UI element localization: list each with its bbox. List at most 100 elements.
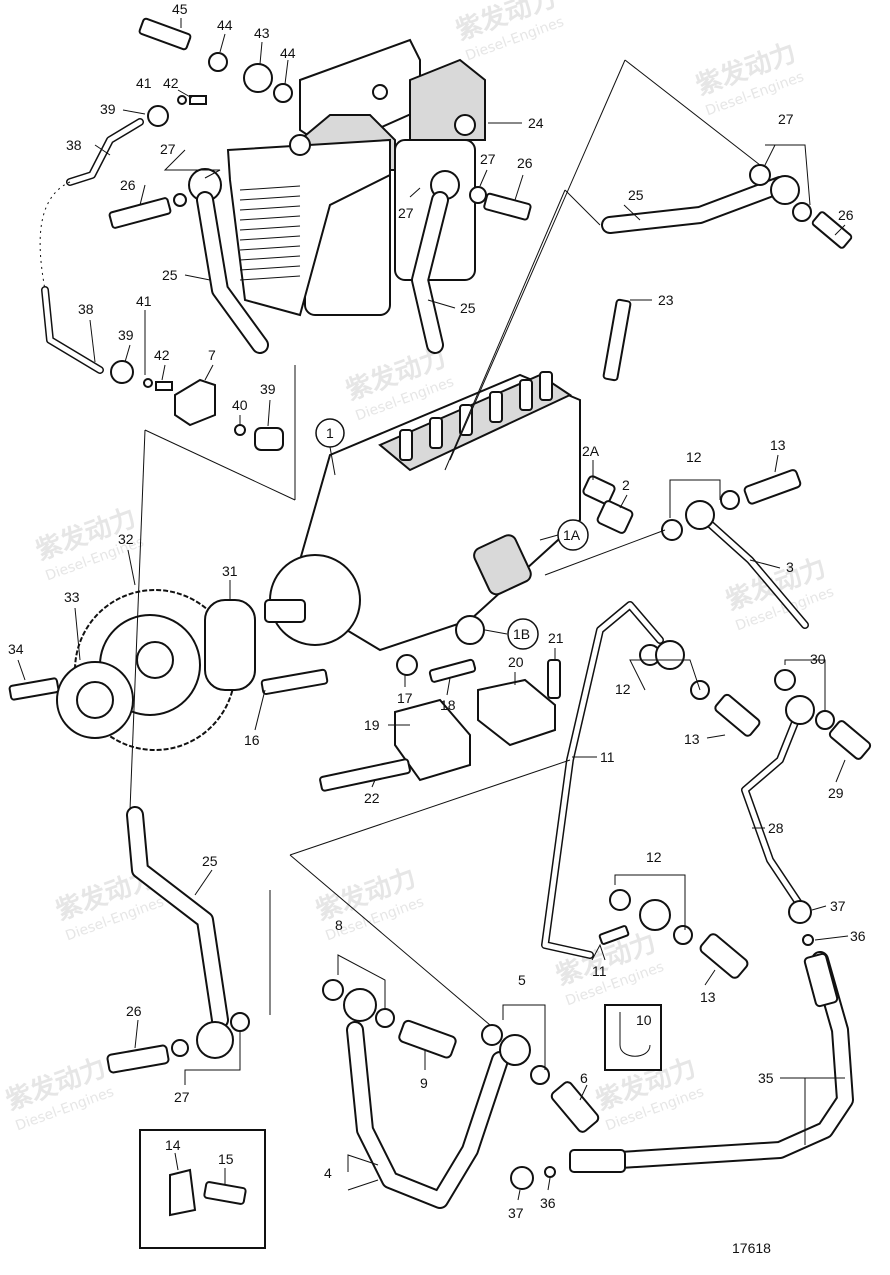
- label-37-b: 37: [508, 1205, 524, 1221]
- banjo-bolt-13-b: [714, 693, 761, 737]
- label-44-b: 44: [280, 45, 296, 61]
- label-10: 10: [636, 1012, 652, 1028]
- inset-box-10: [604, 1004, 662, 1071]
- banjo-12-e: [655, 640, 685, 670]
- label-5: 5: [518, 972, 526, 988]
- injection-pump: [264, 298, 634, 652]
- banjo-5-b: [499, 1034, 531, 1066]
- ring-41-a: [177, 95, 187, 105]
- label-16: 16: [244, 732, 260, 748]
- hose-38-dotted: [39, 181, 71, 291]
- label-20: 20: [508, 654, 524, 670]
- ring-41-b: [143, 378, 153, 388]
- solenoid-1A: [473, 534, 532, 596]
- label-1B: 1B: [513, 626, 530, 642]
- banjo-bolt-9: [398, 1019, 457, 1059]
- label-27-e: 27: [174, 1089, 190, 1105]
- washer-5-c: [530, 1065, 550, 1085]
- label-25-d: 25: [202, 853, 218, 869]
- washer-8-a: [322, 979, 344, 1001]
- label-24: 24: [528, 115, 544, 131]
- label-11-b: 11: [592, 963, 607, 979]
- label-35: 35: [758, 1070, 774, 1086]
- drive-gear-assembly: [8, 589, 477, 751]
- washer-12-a: [661, 519, 683, 541]
- ball-40: [234, 424, 246, 436]
- label-41-a: 41: [136, 75, 152, 91]
- label-44-a: 44: [217, 17, 233, 33]
- label-2A: 2A: [582, 443, 600, 459]
- label-25-c: 25: [628, 187, 644, 203]
- label-27-c: 27: [398, 205, 414, 221]
- label-18: 18: [440, 697, 456, 713]
- banjo-30-b: [785, 695, 815, 725]
- filter-heat-shield: [226, 138, 391, 317]
- label-36-b: 36: [540, 1195, 556, 1211]
- label-27-d: 27: [778, 111, 794, 127]
- label-6: 6: [580, 1070, 588, 1086]
- label-37-a: 37: [830, 898, 846, 914]
- label-13-a: 13: [770, 437, 786, 453]
- label-1: 1: [326, 425, 334, 441]
- screw-15: [203, 1181, 247, 1205]
- washer-8-c: [375, 1008, 395, 1028]
- hose-end-fitting-upper: [803, 952, 839, 1008]
- label-38-b: 38: [78, 301, 94, 317]
- label-13-c: 13: [700, 989, 716, 1005]
- label-27-b: 27: [480, 151, 496, 167]
- label-25-a: 25: [162, 267, 178, 283]
- label-42-b: 42: [154, 347, 170, 363]
- label-12-b: 12: [615, 681, 631, 697]
- callout-circle-1: [315, 418, 345, 448]
- watermark-2: 紫发动力 Diesel-Engines: [692, 37, 806, 120]
- label-38-a: 38: [66, 137, 82, 153]
- banjo-12-h: [639, 899, 671, 931]
- banjo-bolt-29: [828, 720, 872, 760]
- lower-left-hose-group: [106, 806, 250, 1074]
- nut-37-b: [510, 1166, 534, 1190]
- filter-port-right: [454, 114, 476, 136]
- nut-39-b: [110, 360, 134, 384]
- fitting-1B: [455, 615, 485, 645]
- label-42-a: 42: [163, 75, 179, 91]
- label-9: 9: [420, 1075, 428, 1091]
- label-11-a: 11: [600, 749, 615, 765]
- nut-39-a: [147, 105, 169, 127]
- hose-35-group: [510, 951, 854, 1190]
- pump-drive-shaft: [264, 599, 306, 623]
- washer-44-a: [208, 52, 228, 72]
- leader-lines: [17, 18, 849, 1201]
- tee-fitting-7: [174, 378, 216, 427]
- label-39-a: 39: [100, 101, 116, 117]
- watermark-1: 紫发动力 Diesel-Engines: [452, 0, 566, 64]
- bracket-19: [394, 698, 471, 782]
- banjo-fitting-27-h: [196, 1021, 234, 1059]
- nipple-36-b: [544, 1166, 556, 1178]
- label-26-c: 26: [838, 207, 854, 223]
- gear-bore: [136, 641, 174, 679]
- callout-labels: 45 44 43 44 41 42 39 38 27 26 25 24 27 2…: [8, 1, 866, 1256]
- nut-39-c: [254, 427, 284, 451]
- washer-30-a: [774, 669, 796, 691]
- label-34: 34: [8, 641, 24, 657]
- banjo-bolt-26-b: [483, 192, 532, 221]
- label-13-b: 13: [684, 731, 700, 747]
- stud-16: [260, 668, 329, 695]
- label-39-b: 39: [118, 327, 134, 343]
- inset-box-14: [139, 1129, 266, 1249]
- bolt-34: [8, 677, 60, 701]
- label-19: 19: [364, 717, 380, 733]
- label-43: 43: [254, 25, 270, 41]
- circled-callouts: [315, 418, 589, 650]
- banjo-bolt-26-a: [108, 197, 172, 229]
- label-32: 32: [118, 531, 134, 547]
- banjo-bolt-6: [550, 1081, 600, 1133]
- nipple-36-a: [802, 934, 814, 946]
- clamp-14: [169, 1168, 197, 1217]
- heat-shield-fins: [239, 185, 301, 281]
- inset-clamp-14-15: [139, 1129, 266, 1249]
- banjo-fitting-43: [243, 63, 273, 93]
- banjo-bolt-26-c: [811, 211, 853, 249]
- washer-5-a: [481, 1024, 503, 1046]
